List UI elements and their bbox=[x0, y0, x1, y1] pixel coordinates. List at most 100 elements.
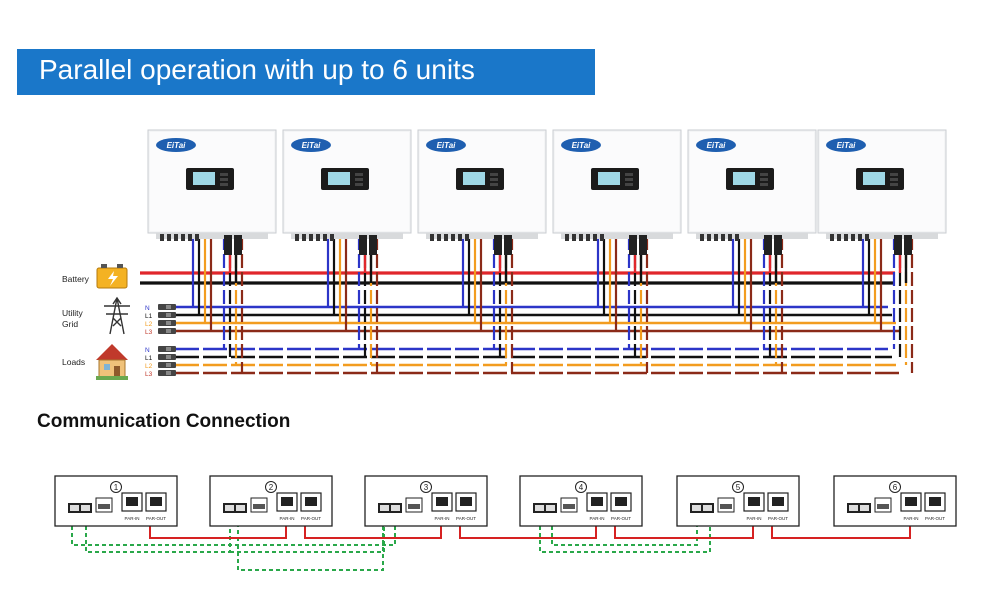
brand-logo-text: EiTai bbox=[167, 141, 187, 150]
unit-number: 5 bbox=[736, 483, 741, 492]
communication-title: Communication Connection bbox=[37, 411, 291, 432]
terminal-strip bbox=[291, 233, 403, 239]
unit-number-circle bbox=[889, 481, 901, 493]
brand-logo-icon bbox=[426, 138, 466, 152]
communication-wires bbox=[71, 526, 911, 571]
load-phase-label: L1 bbox=[145, 355, 153, 362]
lcd-screen bbox=[863, 172, 885, 185]
utility-label-line2: Grid bbox=[62, 319, 78, 329]
lcd-screen bbox=[733, 172, 755, 185]
brand-logo-icon bbox=[826, 138, 866, 152]
can-terminal bbox=[847, 503, 871, 513]
unit-number-circle bbox=[420, 481, 432, 493]
lcd-screen bbox=[598, 172, 620, 185]
battery-gland bbox=[494, 235, 502, 255]
inverter-unit: EiTai bbox=[147, 129, 277, 255]
can-terminal bbox=[223, 503, 247, 513]
utility-tower-icon bbox=[104, 296, 130, 335]
loads-label: Loads bbox=[62, 357, 85, 367]
can-terminal bbox=[378, 503, 402, 513]
brand-logo-text: EiTai bbox=[437, 141, 457, 150]
comm-green-link bbox=[237, 526, 384, 571]
battery-gland bbox=[629, 235, 637, 255]
comm-green-link bbox=[230, 526, 385, 553]
battery-gland bbox=[894, 235, 902, 255]
can-terminal bbox=[533, 503, 557, 513]
grid-phase-label: L2 bbox=[145, 321, 153, 328]
brand-logo-text: EiTai bbox=[302, 141, 322, 150]
unit-number-circle bbox=[732, 481, 744, 493]
inverter-unit: EiTai bbox=[817, 129, 947, 255]
unit-number: 1 bbox=[114, 483, 119, 492]
par-out-label: PAR-OUT bbox=[146, 516, 166, 521]
can-terminal bbox=[690, 503, 714, 513]
brand-logo-icon bbox=[561, 138, 601, 152]
load-phase-label: N bbox=[145, 347, 150, 354]
can-terminal bbox=[68, 503, 92, 513]
inverter-unit: EiTai bbox=[417, 129, 547, 255]
comm-red-link bbox=[304, 526, 442, 539]
brand-logo-text: EiTai bbox=[707, 141, 727, 150]
battery-label: Battery bbox=[62, 274, 90, 284]
unit-number: 6 bbox=[893, 483, 898, 492]
par-in-label: PAR-IN bbox=[590, 516, 605, 521]
terminal-strip bbox=[826, 233, 938, 239]
load-phase-label: L3 bbox=[145, 371, 153, 378]
battery-gland bbox=[639, 235, 647, 255]
page-title: Parallel operation with up to 6 units bbox=[39, 54, 475, 85]
par-in-label: PAR-IN bbox=[435, 516, 450, 521]
lcd-screen bbox=[193, 172, 215, 185]
inverter-unit: EiTai bbox=[687, 129, 817, 255]
brand-logo-icon bbox=[696, 138, 736, 152]
par-out-label: PAR-OUT bbox=[768, 516, 788, 521]
comm-green-link bbox=[230, 526, 396, 546]
brand-logo-text: EiTai bbox=[837, 141, 857, 150]
lcd-screen bbox=[328, 172, 350, 185]
terminal-strip bbox=[156, 233, 268, 239]
comm-red-link bbox=[614, 526, 754, 539]
unit-number-circle bbox=[110, 481, 122, 493]
terminal-strip bbox=[426, 233, 538, 239]
grid-phase-label: L3 bbox=[145, 329, 153, 336]
par-in-label: PAR-IN bbox=[125, 516, 140, 521]
terminal-strip bbox=[561, 233, 673, 239]
battery-gland bbox=[369, 235, 377, 255]
battery-gland bbox=[764, 235, 772, 255]
brand-logo-text: EiTai bbox=[572, 141, 592, 150]
battery-gland bbox=[234, 235, 242, 255]
phase-connectors bbox=[158, 304, 176, 376]
grid-phase-label: L1 bbox=[145, 313, 153, 320]
utility-label-line1: Utility bbox=[62, 308, 84, 318]
par-out-label: PAR-OUT bbox=[925, 516, 945, 521]
inverter-unit: EiTai bbox=[282, 129, 412, 255]
comm-green-link bbox=[551, 526, 698, 546]
battery-gland bbox=[774, 235, 782, 255]
power-wires bbox=[140, 236, 914, 375]
unit-number: 2 bbox=[269, 483, 274, 492]
house-icon bbox=[96, 344, 128, 380]
brand-logo-icon bbox=[291, 138, 331, 152]
unit-number-circle bbox=[265, 481, 277, 493]
comm-red-link bbox=[459, 526, 597, 539]
battery-gland bbox=[359, 235, 367, 255]
terminal-strip bbox=[696, 233, 808, 239]
par-out-label: PAR-OUT bbox=[301, 516, 321, 521]
brand-logo-icon bbox=[156, 138, 196, 152]
grid-phase-label: N bbox=[145, 305, 150, 312]
lcd-screen bbox=[463, 172, 485, 185]
comm-green-link bbox=[71, 526, 239, 546]
comm-red-link bbox=[149, 526, 287, 539]
par-in-label: PAR-IN bbox=[747, 516, 762, 521]
load-phase-label: L2 bbox=[145, 363, 153, 370]
unit-number: 4 bbox=[579, 483, 584, 492]
battery-gland bbox=[224, 235, 232, 255]
par-out-label: PAR-OUT bbox=[456, 516, 476, 521]
